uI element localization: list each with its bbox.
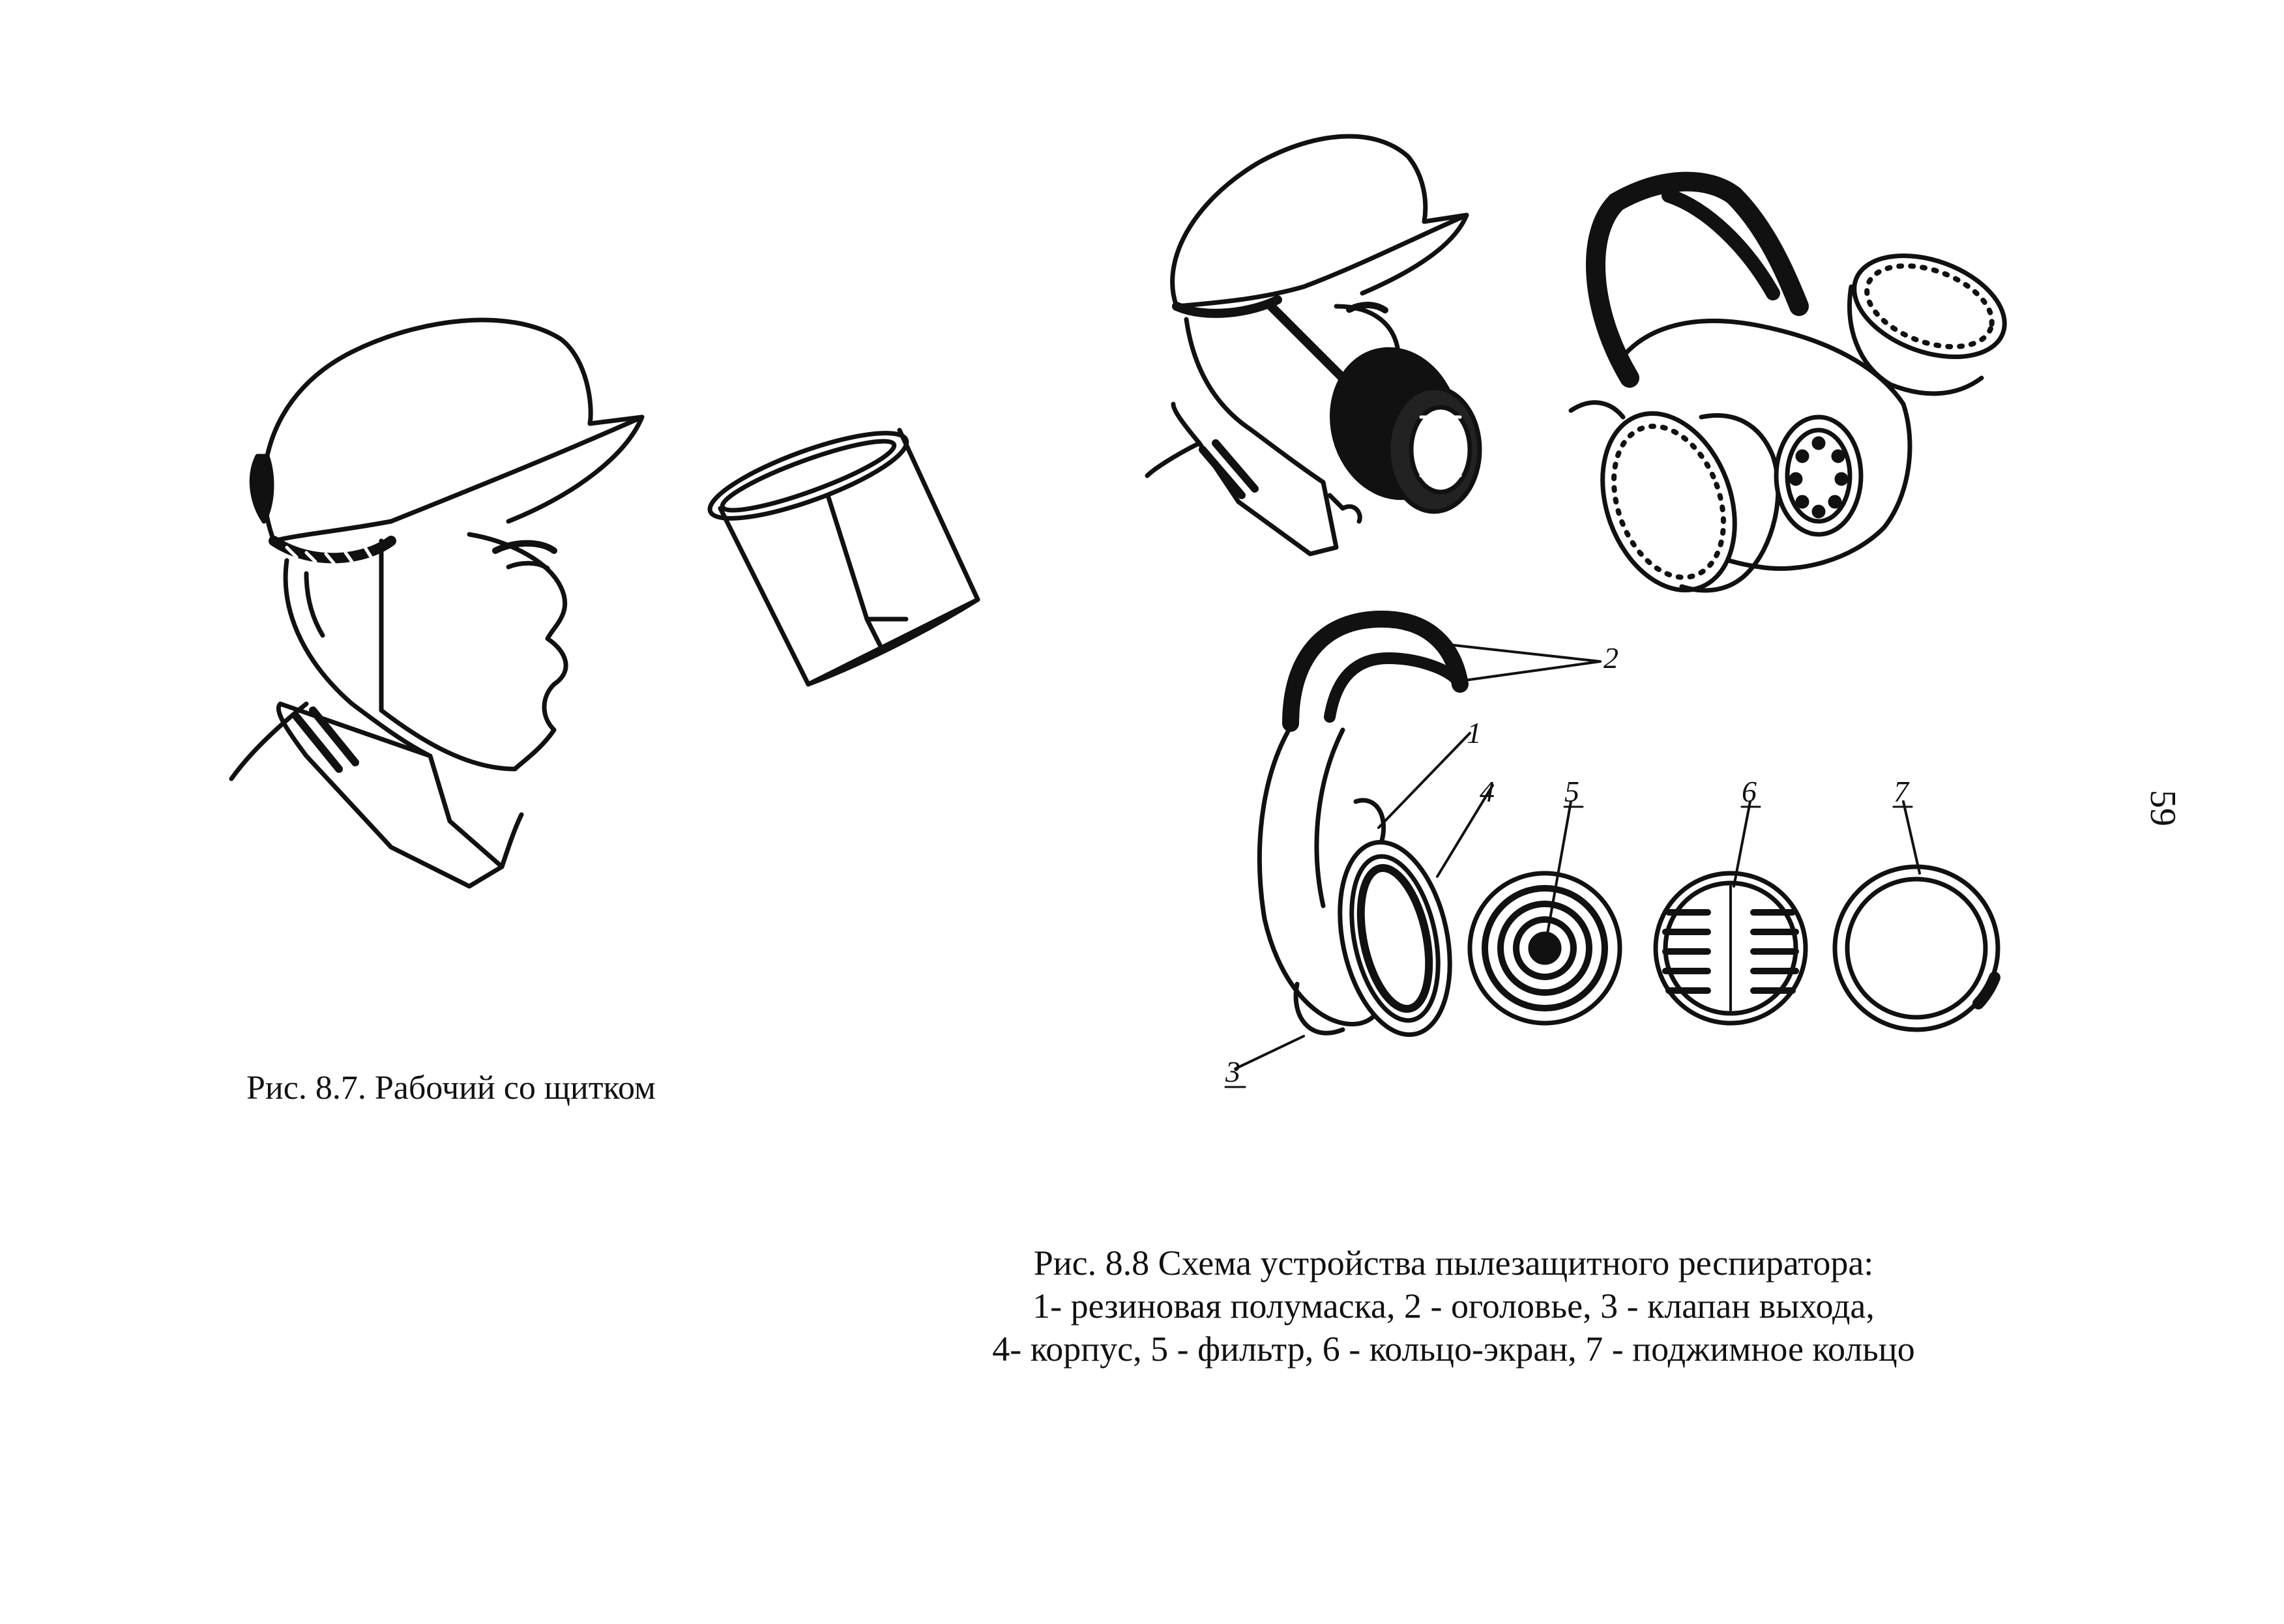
figure-8-7-worker-with-shield [229, 317, 980, 889]
figure-8-8-worker-wearing-respirator [1145, 134, 1482, 557]
callout-4: 4 [1480, 775, 1495, 808]
figure-8-8-caption: Рис. 8.8 Схема устройства пылезащитного … [880, 1241, 2027, 1370]
callout-7: 7 [1894, 775, 1910, 808]
callout-1: 1 [1467, 716, 1482, 749]
figure-8-8-respirator-exploded [1234, 611, 2000, 1070]
callout-3: 3 [1225, 1055, 1240, 1088]
figure-8-8-caption-line-3: 4- корпус, 5 - фильтр, 6 - кольцо-экран,… [992, 1329, 1915, 1369]
figure-8-8-callouts: 1 2 3 4 5 6 7 [1225, 641, 1910, 1088]
figure-8-8-caption-line-2: 1- резиновая полумаска, 2 - оголовье, 3 … [1032, 1286, 1875, 1326]
callout-5: 5 [1564, 775, 1579, 808]
figure-8-8-respirator-assembled [1568, 171, 2007, 593]
page-number: 59 [2143, 790, 2183, 826]
callout-2: 2 [1603, 641, 1618, 674]
figure-8-7-caption: Рис. 8.7. Рабочий со щитком [246, 1069, 656, 1107]
figure-8-8-caption-title: Рис. 8.8 Схема устройства пылезащитного … [1033, 1243, 1874, 1283]
callout-underlines [1224, 805, 1913, 1088]
callout-6: 6 [1742, 775, 1757, 808]
